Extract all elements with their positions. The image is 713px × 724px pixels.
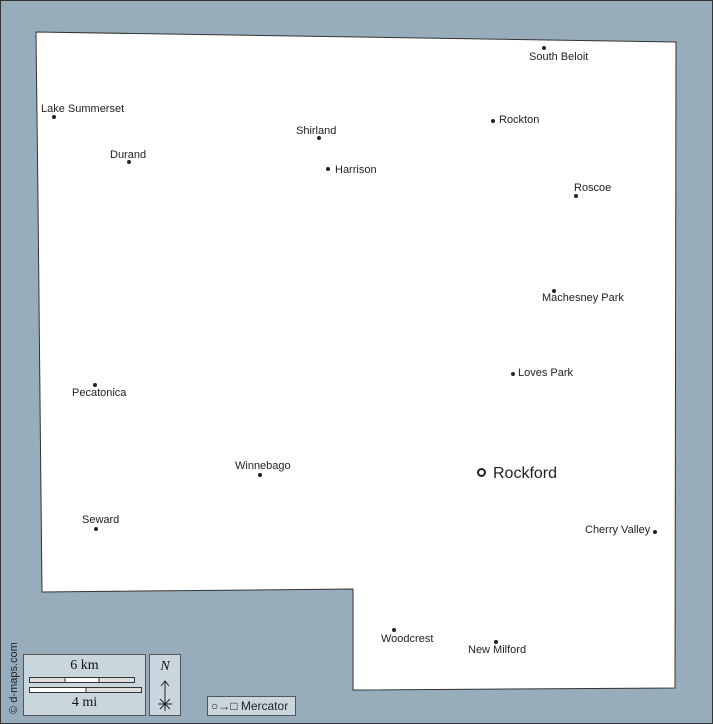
city-marker bbox=[477, 468, 486, 477]
place-dot bbox=[326, 167, 330, 171]
place-label: Seward bbox=[82, 514, 120, 526]
city-label: Rockford bbox=[493, 465, 558, 482]
place-label: Cherry Valley bbox=[585, 524, 651, 536]
place-dot bbox=[511, 372, 515, 376]
north-label: N bbox=[160, 659, 170, 674]
place-label: Winnebago bbox=[235, 460, 291, 472]
place-label: Durand bbox=[110, 149, 147, 161]
place-dot bbox=[258, 473, 262, 477]
place-dot bbox=[574, 194, 578, 198]
north-arrow-icon bbox=[158, 680, 172, 711]
place-dot bbox=[94, 527, 98, 531]
place-label: Roscoe bbox=[574, 182, 612, 194]
scale-mi-label: 4 mi bbox=[71, 695, 98, 710]
place-label: Harrison bbox=[335, 164, 377, 176]
place-label: Rockton bbox=[499, 114, 540, 126]
place-dot bbox=[52, 115, 56, 119]
place-dot bbox=[552, 289, 556, 293]
scale-km-bar bbox=[29, 677, 135, 683]
place-dot bbox=[127, 160, 131, 164]
place-dot bbox=[392, 628, 396, 632]
place-dot bbox=[491, 119, 495, 123]
place-label: Lake Summerset bbox=[41, 103, 125, 115]
place-dot bbox=[93, 383, 97, 387]
place-label: New Milford bbox=[468, 644, 527, 656]
projection-name: Mercator bbox=[240, 699, 289, 713]
place-label: Pecatonica bbox=[72, 387, 127, 399]
county-boundary bbox=[35, 31, 677, 691]
scale-mi-bar bbox=[29, 687, 142, 693]
projection-label: ○→□ Mercator bbox=[207, 696, 296, 716]
place-label: Shirland bbox=[296, 125, 337, 137]
scale-bar: 6 km 4 mi bbox=[23, 654, 146, 716]
place-label: Woodcrest bbox=[381, 633, 434, 645]
place-dot bbox=[542, 46, 546, 50]
place-label: Loves Park bbox=[518, 367, 574, 379]
place-dot bbox=[653, 530, 657, 534]
compass: N bbox=[149, 654, 181, 716]
place-dot bbox=[317, 136, 321, 140]
scale-km-label: 6 km bbox=[70, 658, 99, 673]
place-label: Machesney Park bbox=[542, 292, 624, 304]
projection-icon: ○→□ bbox=[211, 699, 238, 713]
copyright: © d-maps.com bbox=[7, 642, 20, 714]
place-dot bbox=[494, 640, 498, 644]
place-label: South Beloit bbox=[529, 51, 589, 63]
